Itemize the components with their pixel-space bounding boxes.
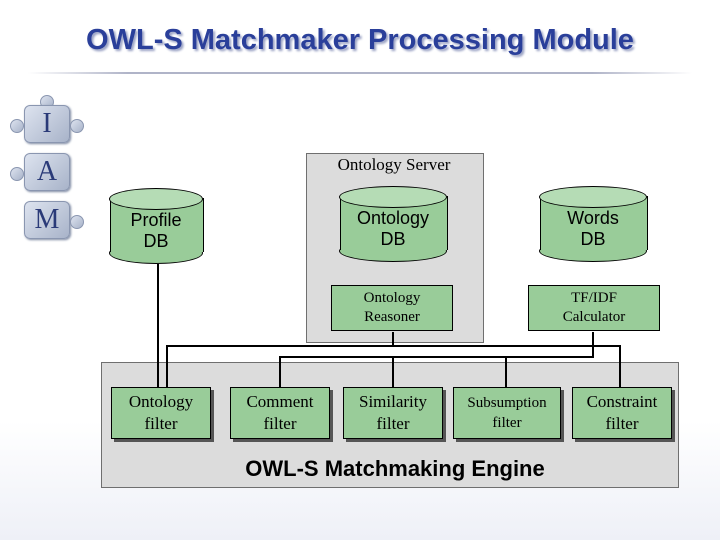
subsumption-filter-label: Subsumption filter (467, 395, 547, 431)
tfidf-calculator: TF/IDF Calculator (528, 285, 660, 331)
constraint-filter-label: Constraint filter (586, 392, 658, 433)
similarity-filter: Similarity filter (343, 387, 443, 439)
constraint-filter: Constraint filter (572, 387, 672, 439)
ontology-db: Ontology DB (339, 186, 448, 266)
profile-db-label: Profile DB (130, 210, 182, 251)
ontology-filter-label: Ontology filter (128, 392, 194, 433)
logo-letter-i: I (24, 105, 70, 143)
puzzle-knob (70, 119, 84, 133)
puzzle-knob (70, 215, 84, 229)
page-title: OWL-S Matchmaker Processing Module (86, 24, 634, 56)
logo-letter-a: A (24, 153, 70, 191)
ontology-reasoner: Ontology Reasoner (331, 285, 453, 331)
comment-filter: Comment filter (230, 387, 330, 439)
comment-filter-label: Comment filter (246, 392, 314, 433)
tfidf-calculator-label: TF/IDF Calculator (562, 290, 626, 325)
subsumption-filter: Subsumption filter (453, 387, 561, 439)
ontology-filter: Ontology filter (111, 387, 211, 439)
similarity-filter-label: Similarity filter (359, 392, 427, 433)
ontology-db-label: Ontology DB (356, 208, 430, 249)
logo-letter-m: M (24, 201, 70, 239)
ontology-server-label: Ontology Server (337, 155, 451, 174)
iam-logo: I A M (10, 95, 84, 245)
puzzle-knob (10, 167, 24, 181)
cylinder-top (109, 188, 203, 210)
ontology-reasoner-label: Ontology Reasoner (363, 290, 421, 325)
cylinder-top (339, 186, 447, 208)
connector-tfidf-to-comment-filter (279, 332, 594, 388)
profile-db: Profile DB (109, 188, 204, 268)
connector-reasoner-to-ontology-filter (166, 332, 394, 388)
connector-reasoner-to-constraint-filter (393, 345, 621, 388)
title-divider (28, 72, 692, 74)
words-db: Words DB (539, 186, 648, 266)
words-db-label: Words DB (567, 208, 619, 249)
puzzle-knob (10, 119, 24, 133)
cylinder-top (539, 186, 647, 208)
matchmaking-engine-label: OWL-S Matchmaking Engine (245, 456, 545, 481)
